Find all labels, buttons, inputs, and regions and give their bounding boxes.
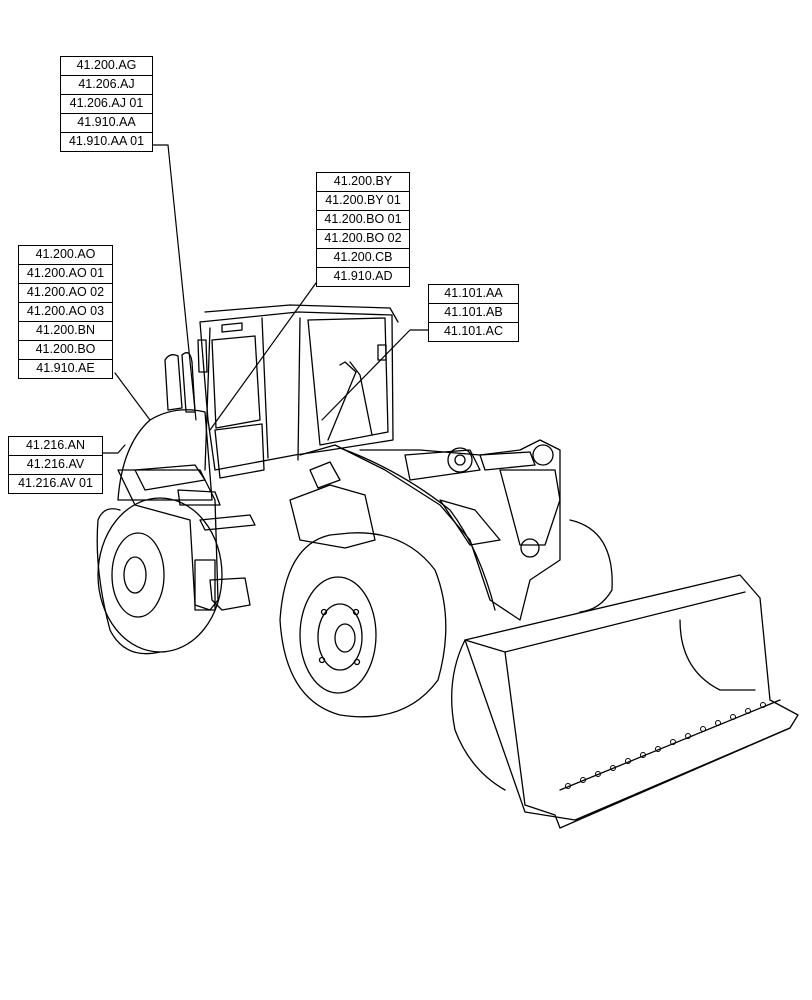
callout-group-cab: 41.200.BY 41.200.BY 01 41.200.BO 01 41.2… [316,172,410,287]
rear-wheel [96,497,223,655]
ref-41-216-av-01[interactable]: 41.216.AV 01 [18,476,93,490]
ref-41-200-ao[interactable]: 41.200.AO [19,246,112,265]
ref-41-206-aj-01[interactable]: 41.206.AJ 01 [61,95,152,114]
loader-arm [289,439,613,621]
ref-41-200-ag[interactable]: 41.200.AG [61,57,152,76]
callout-group-top: 41.200.AG 41.206.AJ 41.206.AJ 01 41.910.… [60,56,153,152]
ref-41-101-aa[interactable]: 41.101.AA [429,285,518,304]
callout-group-right: 41.101.AA 41.101.AB 41.101.AC [428,284,519,342]
ref-41-200-cb[interactable]: 41.200.CB [317,249,409,268]
bucket [451,574,799,829]
ref-41-910-aa[interactable]: 41.910.AA [61,114,152,133]
ref-41-910-aa-01[interactable]: 41.910.AA 01 [68,134,145,148]
ref-41-101-ac[interactable]: 41.101.AC [443,324,504,338]
front-wheel [279,532,447,718]
ref-41-910-ad[interactable]: 41.910.AD [333,269,393,283]
leader-lines [102,144,429,454]
ref-41-200-by[interactable]: 41.200.BY [317,173,409,192]
callout-group-left: 41.200.AO 41.200.AO 01 41.200.AO 02 41.2… [18,245,113,379]
operator-cab [197,304,399,479]
ref-41-216-an[interactable]: 41.216.AN [9,437,102,456]
ref-41-200-ao-02[interactable]: 41.200.AO 02 [19,284,112,303]
ref-41-200-by-01[interactable]: 41.200.BY 01 [317,192,409,211]
ref-41-200-bo-02[interactable]: 41.200.BO 02 [317,230,409,249]
ref-41-200-ao-03[interactable]: 41.200.AO 03 [19,303,112,322]
ref-41-101-ab[interactable]: 41.101.AB [429,304,518,323]
ref-41-200-bo-01[interactable]: 41.200.BO 01 [317,211,409,230]
ref-41-216-av[interactable]: 41.216.AV [9,456,102,475]
callout-group-rear: 41.216.AN 41.216.AV 41.216.AV 01 [8,436,103,494]
ref-41-200-bn[interactable]: 41.200.BN [19,322,112,341]
ref-41-910-ae[interactable]: 41.910.AE [36,361,95,375]
ref-41-200-ao-01[interactable]: 41.200.AO 01 [19,265,112,284]
ref-41-206-aj[interactable]: 41.206.AJ [61,76,152,95]
ref-41-200-bo[interactable]: 41.200.BO [19,341,112,360]
machine-body [117,352,256,611]
